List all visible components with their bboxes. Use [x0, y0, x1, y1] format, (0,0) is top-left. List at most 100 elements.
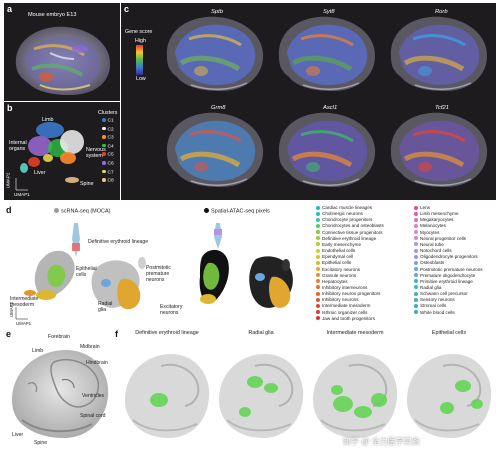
- umap-axis-x: UMAP1: [14, 192, 30, 197]
- cell-type-legend-item: Inhibitory interneurons: [316, 285, 367, 290]
- cell-type-swatch: [316, 217, 320, 222]
- cell-type-name: Early mesenchyme: [322, 241, 362, 247]
- panel-label-d: d: [6, 205, 12, 215]
- cell-type-legend-item: Epithelial cells: [316, 260, 351, 265]
- cell-type-name: Connective tissue progenitors: [322, 229, 383, 235]
- cell-type-name: Notochord cells: [420, 248, 452, 254]
- annot-erythroid: Definitive erythroid lineage: [88, 239, 149, 245]
- cell-type-name: Limb mesenchyme: [420, 211, 459, 217]
- cell-type-swatch: [414, 310, 418, 315]
- cell-type-swatch: [414, 267, 418, 271]
- cell-type-swatch: [414, 242, 418, 247]
- cell-type-name: Radial glia: [420, 284, 442, 290]
- cell-type-name: Granule neurons: [322, 272, 357, 278]
- cell-type-legend-item: Intermediate mesoderm: [316, 303, 371, 308]
- panel-c: c Gene score High Low Sptb Syt8: [121, 3, 496, 200]
- cell-type-legend-item: Notochord cells: [414, 248, 452, 253]
- cell-type-legend-item: Chondrocytes and osteoblasts: [316, 223, 384, 228]
- cluster-color-swatch: [102, 161, 106, 165]
- panel-b: b Limb Internal organs Nervous system Li…: [4, 102, 120, 200]
- panel-label-c: c: [124, 4, 130, 14]
- cluster-name: C3: [107, 135, 114, 141]
- cell-type-legend-item: Isthmic organizer cells: [316, 310, 367, 315]
- cell-type-name: Chondrocytes and osteoblasts: [322, 223, 384, 229]
- cluster-legend-item: C4: [102, 143, 114, 149]
- embryo-image-a: [15, 26, 111, 96]
- anat-spine: Spine: [34, 440, 48, 446]
- cell-type-legend-item: Melanocytes: [414, 223, 446, 228]
- cell-type-legend-item: Connective tissue progenitors: [316, 230, 383, 235]
- cell-type-legend-item: Early mesenchyme: [316, 242, 361, 247]
- cell-type-name: Megakaryocytes: [420, 217, 454, 223]
- cell-type-swatch: [316, 211, 320, 216]
- legend-spatial-atac: Spatial-ATAC-seq pixels: [204, 208, 270, 215]
- cluster-legend-item: C3: [102, 135, 114, 141]
- gene-label-sptb: Sptb: [211, 9, 223, 15]
- cell-type-swatch: [414, 223, 418, 228]
- cell-type-swatch: [414, 273, 418, 278]
- cell-type-name: Inhibitory neurons: [322, 297, 359, 303]
- cell-type-swatch: [414, 254, 418, 259]
- cell-type-legend-item: Inhibitory neuron progenitors: [316, 291, 380, 296]
- cell-type-legend-item: Inhibitory neurons: [316, 297, 359, 302]
- cell-type-legend-item: Primitive erythroid lineage: [414, 279, 473, 284]
- cell-type-legend-item: Lens: [414, 205, 430, 210]
- colorbar: [136, 45, 143, 75]
- cluster-legend-item: C5: [102, 152, 114, 158]
- cell-type-map: Epithelial cells: [403, 326, 495, 448]
- cell-type-map: Intermediate mesoderm: [309, 326, 401, 448]
- cell-type-swatch: [414, 236, 418, 241]
- gene-map-image: [278, 112, 376, 187]
- cell-type-name: Melanocytes: [420, 223, 446, 229]
- cell-type-map-title: Radial glia: [248, 330, 274, 336]
- gene-map-image: [278, 16, 376, 91]
- cluster-color-swatch: [102, 126, 106, 131]
- cell-type-legend-item: Hepatocytes: [316, 279, 348, 284]
- cell-type-swatch: [414, 303, 418, 308]
- cluster-color-swatch: [102, 135, 106, 139]
- legend-scrna: scRNA-seq (MOCA): [54, 208, 111, 215]
- cell-type-name: Sensory neurons: [420, 297, 455, 303]
- watermark: 知乎 @ 全力医学实验: [343, 437, 420, 446]
- anat-liver: Liver: [12, 432, 24, 438]
- umap-d-axis-y: UMAP2: [9, 301, 15, 318]
- cell-type-swatch: [316, 260, 320, 265]
- cell-type-map: Definitive erythroid lineage: [121, 326, 213, 448]
- cluster-name: C2: [107, 127, 114, 133]
- anat-forebrain: Forebrain: [48, 334, 70, 340]
- cell-type-legend-item: Endothelial cells: [316, 248, 355, 253]
- cell-type-name: Endothelial cells: [322, 248, 356, 254]
- cell-type-legend-item: Premature oligodendrocyte: [414, 273, 475, 278]
- cell-type-legend-item: Chondrocyte progenitors: [316, 217, 372, 222]
- cluster-color-swatch: [102, 152, 106, 156]
- cell-type-legend-item: Postmitotic premature neurons: [414, 267, 483, 272]
- cell-type-swatch: [414, 260, 418, 265]
- cell-type-swatch: [316, 316, 320, 321]
- gene-label-rorb: Rorb: [435, 9, 448, 15]
- cell-type-swatch: [316, 236, 320, 241]
- gene-map-image: [166, 112, 264, 187]
- cell-type-swatch: [316, 273, 320, 278]
- colorbar-title: Gene score: [125, 29, 153, 35]
- cell-type-name: Schwann cell precursor: [420, 291, 468, 297]
- cell-type-swatch: [316, 223, 320, 228]
- cell-type-map-image: [313, 354, 398, 438]
- cell-type-swatch: [316, 248, 320, 253]
- cluster-legend-item: C7: [102, 169, 114, 175]
- cluster-legend-item: C1: [102, 118, 114, 124]
- cell-type-legend-item: Sensory neurons: [414, 297, 455, 302]
- cell-type-legend-item: Oligodendrocyte progenitors: [414, 254, 478, 259]
- annot-epithelial: Epithelial cells: [76, 266, 97, 278]
- cell-type-name: Neural tube: [420, 241, 444, 247]
- colorbar-high: High: [135, 38, 146, 44]
- cell-type-swatch: [414, 217, 418, 222]
- umap-label-limb: Limb: [42, 117, 54, 123]
- cell-type-legend-item: Stromal cells: [414, 303, 446, 308]
- cell-type-swatch: [414, 285, 418, 290]
- cell-type-name: Premature oligodendrocyte: [420, 272, 476, 278]
- annot-radial: Radial glia: [98, 301, 113, 313]
- cluster-legend-item: C2: [102, 126, 114, 133]
- panel-d: d scRNA-seq (MOCA) Spatial-ATAC-seq pixe…: [4, 203, 496, 326]
- cell-type-swatch: [414, 291, 418, 296]
- gene-map-sptb: Sptb: [161, 5, 271, 99]
